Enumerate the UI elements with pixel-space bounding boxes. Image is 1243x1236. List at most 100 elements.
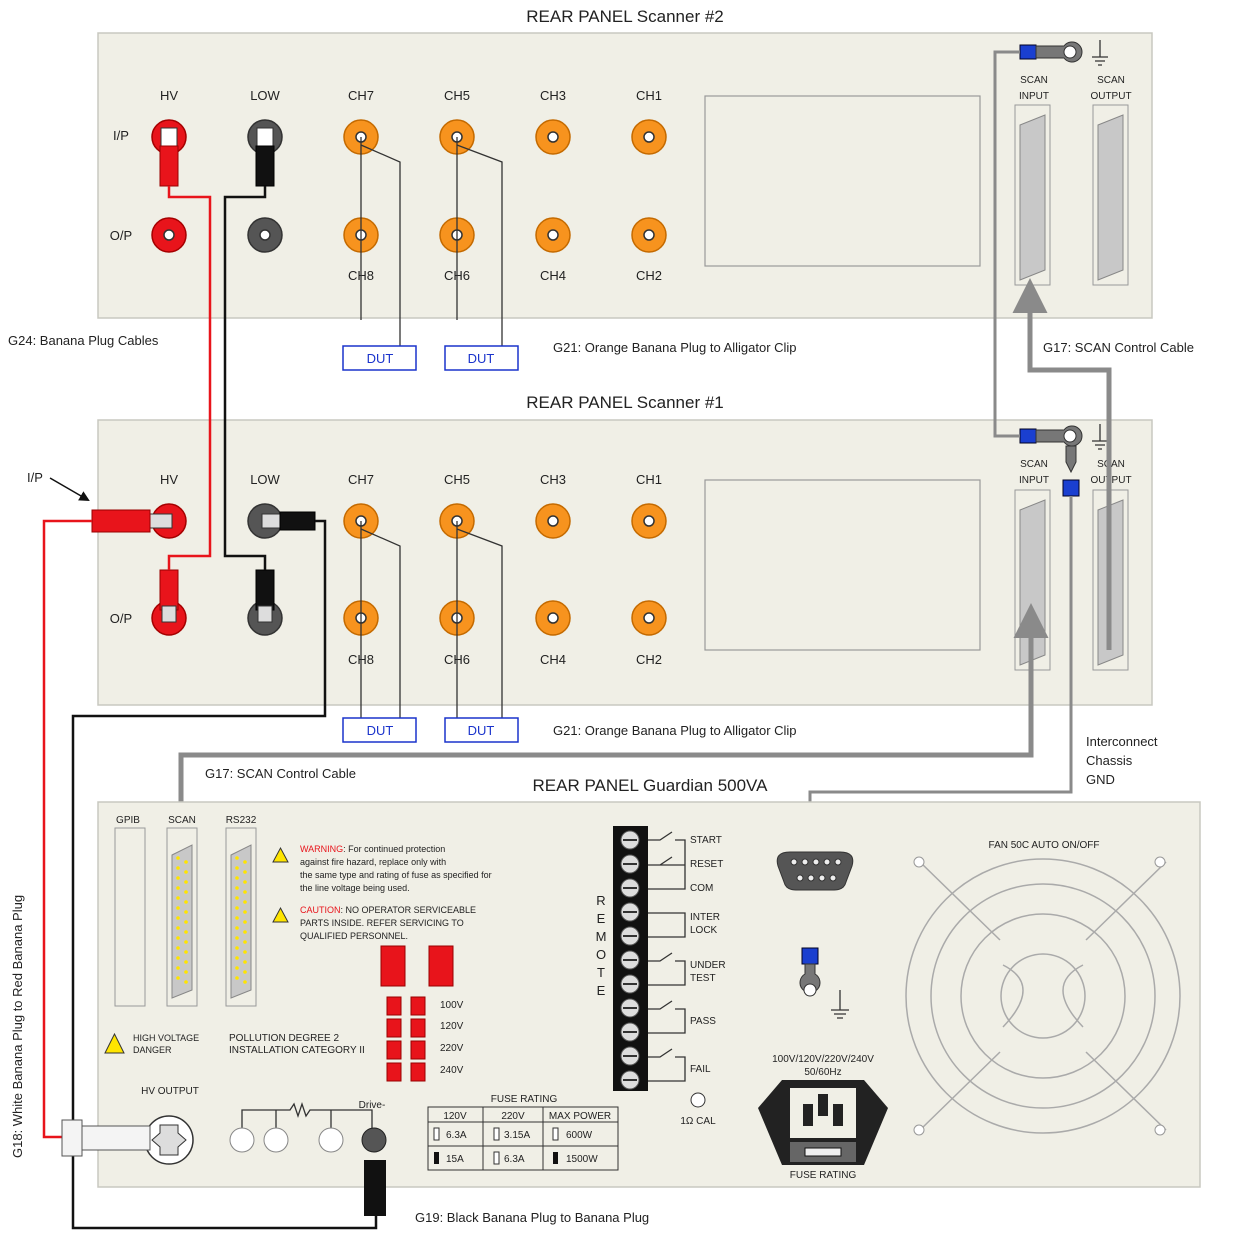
scanner2-ch-label: CH5 [444,88,470,103]
pin [184,970,188,974]
voltage-label: 120V [440,1021,464,1032]
pin [176,866,180,870]
scan-input-label: SCAN [1020,459,1048,470]
fuse-switch [386,1018,402,1038]
voltage-label: 240V [440,1065,464,1076]
pin [235,956,239,960]
scanner1-ch-label: CH5 [444,472,470,487]
scanner1-panel [97,419,1153,706]
ip-arrow-label: I/P [27,470,43,485]
ip-arrow [49,477,90,502]
dut-label: DUT [468,351,495,366]
dut-box [444,717,519,743]
scanner1-blank-area [704,479,981,651]
interconnect-label: Chassis [1086,753,1133,768]
g19-black-cable [71,519,378,1230]
fuse-cell: 1500W [566,1154,598,1165]
pin [176,966,180,970]
pin [176,936,180,940]
scan-output-label: OUTPUT [1090,91,1131,102]
scan-output-label: SCAN [1097,75,1125,86]
remote-labels: START RESET COM INTER LOCK UNDER TEST PA… [690,835,726,1075]
scanner1-ch-label: CH2 [636,652,662,667]
warning-line: the same type and rating of fuse as spec… [300,870,492,880]
pin [176,856,180,860]
scanner1-ch-label: CH1 [636,472,662,487]
guardian-panel [97,801,1201,1188]
voltage-selector [428,945,454,987]
scanner2-low-label: LOW [250,88,280,103]
fuse-switch [410,996,426,1016]
pin [235,936,239,940]
gpib-label: GPIB [116,815,140,826]
scanner1-hv-label: HV [160,472,178,487]
pin [176,976,180,980]
fan-grill [905,858,1181,1134]
pin [184,900,188,904]
pin [235,896,239,900]
scan-output-port [1092,104,1129,286]
voltage-selector [380,945,406,987]
pin [176,946,180,950]
scanner1-low-label: LOW [250,472,280,487]
pin [176,916,180,920]
remote-letters: R E M O T E [596,893,607,998]
caution-line: PARTS INSIDE. REFER SERVICING TO [300,918,464,928]
gpib-port [114,827,146,1007]
chassis-ground-link [993,50,1020,438]
svg-text:E: E [597,911,606,926]
rs232-label: RS232 [226,815,257,826]
scanner2-blank-area [704,95,981,267]
scanner1-op-label: O/P [110,611,132,626]
black-banana-plug [279,511,316,531]
pin [184,890,188,894]
black-banana-plug [255,569,275,611]
red-banana-plug [159,569,179,611]
drive-label: Drive- [359,1100,386,1111]
pin [243,980,247,984]
pollution-label: INSTALLATION CATEGORY II [229,1045,365,1056]
voltage-label: 100V [440,1000,464,1011]
scanner2-ch-label: CH7 [348,88,374,103]
scanner2-ch-label: CH2 [636,268,662,283]
g17-scan-cable [1012,278,1112,650]
line-voltage-label: 50/60Hz [804,1067,841,1078]
fuse-cell: 3.15A [504,1130,530,1141]
scanner2-ch-label: CH1 [636,88,662,103]
connector-pins [176,856,247,984]
pin [184,910,188,914]
svg-text:INTER: INTER [690,912,720,923]
caution-line: QUALIFIED PERSONNEL. [300,931,408,941]
fuse-switch [410,1040,426,1060]
interconnect-label: GND [1086,772,1115,787]
high-voltage-icon [104,1032,125,1054]
pin [184,980,188,984]
hv-danger-label: HIGH VOLTAGE [133,1033,199,1043]
pin [184,930,188,934]
db9-connector [776,851,854,891]
pollution-label: POLLUTION DEGREE 2 [229,1033,339,1044]
pin [184,920,188,924]
warning-line: the line voltage being used. [300,883,410,893]
guardian-title: REAR PANEL Guardian 500VA [533,776,769,795]
red-banana-plug [159,145,179,187]
g17-label-top: G17: SCAN Control Cable [1043,340,1194,355]
ground-lug-connector [1019,44,1037,60]
scan-input-label: INPUT [1019,91,1049,102]
fuse-switch [386,1040,402,1060]
fuse-rating-title: FUSE RATING [491,1094,558,1105]
dut-box [342,717,417,743]
ground-lug-connector [801,947,819,965]
pin [235,906,239,910]
g21-label: G21: Orange Banana Plug to Alligator Cli… [553,723,797,738]
scan-port-label: SCAN [168,815,196,826]
pin [235,876,239,880]
svg-text:R: R [596,893,605,908]
fuse-header: 220V [501,1111,525,1122]
scanner1-ch-label: CH4 [540,652,566,667]
dut-label: DUT [367,351,394,366]
pin [176,906,180,910]
ground-icon [1092,40,1108,66]
pin [184,940,188,944]
